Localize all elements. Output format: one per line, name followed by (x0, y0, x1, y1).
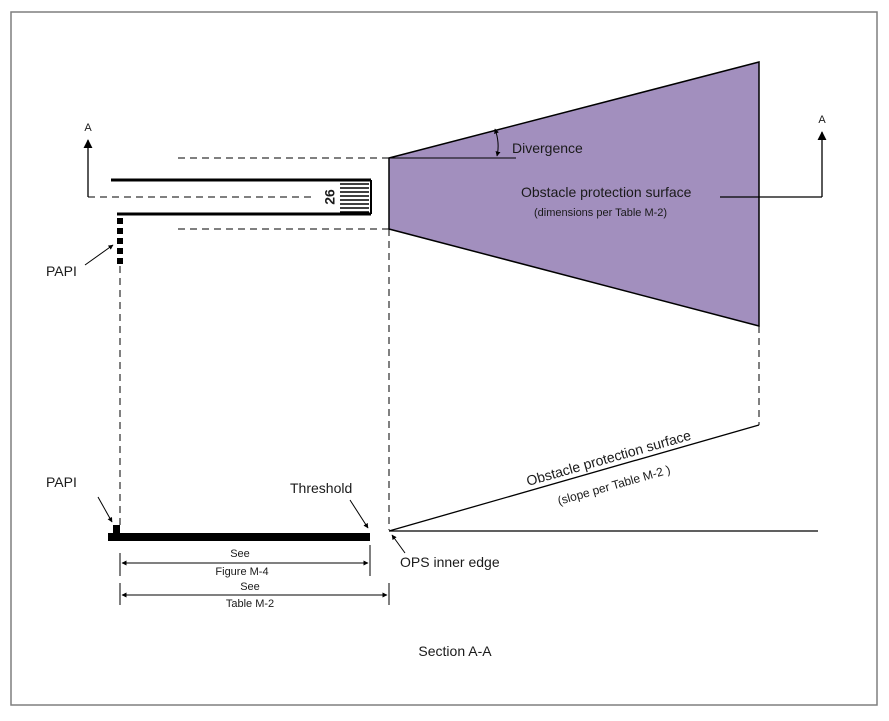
dim2-label-line2: Table M-2 (226, 598, 274, 610)
figure-frame (10, 11, 878, 706)
section-title: Section A-A (418, 643, 492, 659)
divergence-arc (494, 128, 501, 157)
dim2-label-line1: See (240, 581, 260, 593)
ops-plan-label: Obstacle protection surface (521, 184, 692, 200)
ops-profile-slope-line (388, 424, 760, 532)
divergence-label: Divergence (512, 140, 583, 156)
section-arrow-right-label: A (818, 114, 826, 126)
papi-plan-label: PAPI (46, 263, 77, 279)
section-arrow-left-label: A (84, 122, 92, 134)
papi-profile-label: PAPI (46, 474, 77, 490)
runway-number: 26 (322, 189, 338, 205)
papi-plan-arrow (84, 244, 114, 266)
threshold-arrow (349, 499, 369, 529)
threshold-label: Threshold (290, 480, 352, 496)
papi-plan-units (117, 218, 123, 264)
dim1-label-line2: Figure M-4 (215, 566, 268, 578)
papi-profile-unit (113, 525, 120, 533)
ops-inner-edge-label: OPS inner edge (400, 554, 500, 570)
dim1-label-line1: See (230, 548, 250, 560)
runway-profile (108, 533, 370, 541)
ops-plan-dimensions-label: (dimensions per Table M-2) (534, 207, 667, 219)
ops-inner-edge-arrow (391, 534, 406, 554)
papi-profile-arrow (97, 496, 113, 523)
threshold-markings (340, 183, 369, 213)
